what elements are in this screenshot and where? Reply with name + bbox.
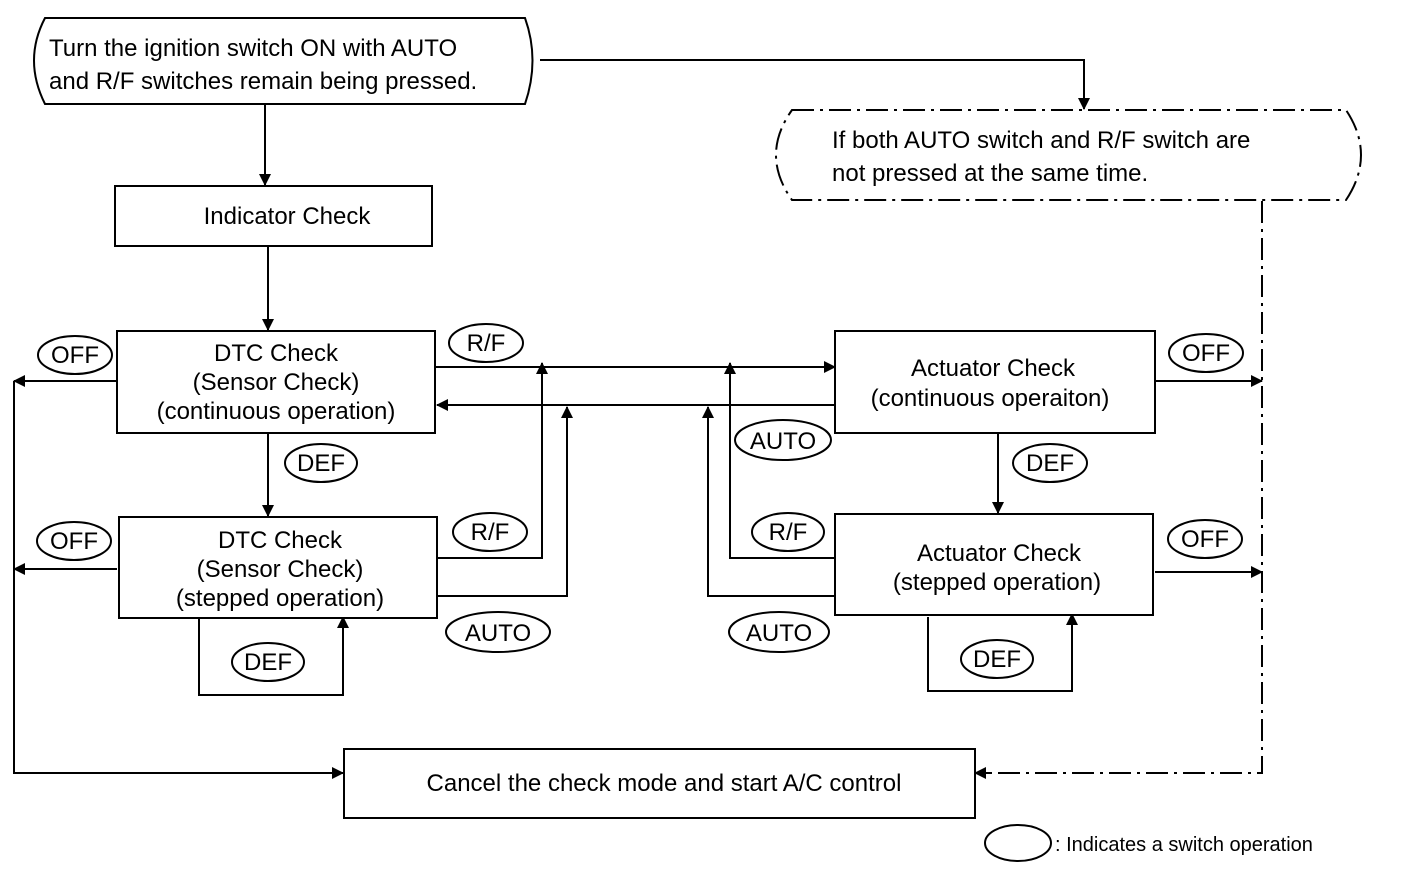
switch-def-act-cont: DEF [1012, 443, 1088, 483]
arrow-left-to-cancel [13, 381, 344, 779]
switch-off-act-step-label: OFF [1181, 526, 1229, 553]
switch-auto-act-step-label: AUTO [746, 620, 812, 647]
dtc-step-line2: (Sensor Check) [197, 556, 364, 583]
actuator-check-stepped-box: Actuator Check (stepped operation) [834, 513, 1154, 616]
dtc-cont-line3: (continuous operation) [157, 398, 396, 425]
dtc-cont-line1: DTC Check [214, 340, 339, 367]
act-cont-line1: Actuator Check [911, 355, 1076, 382]
arrow-dtc-step-rf [437, 362, 548, 559]
arrow-act-step-auto [702, 406, 835, 597]
alt-node-line1: If both AUTO switch and R/F switch are [832, 127, 1250, 154]
switch-rf-act-step: R/F [751, 512, 825, 552]
cancel-check-mode-box: Cancel the check mode and start A/C cont… [343, 748, 976, 819]
switch-off-dtc-step: OFF [36, 521, 112, 561]
start-node-line1: Turn the ignition switch ON with AUTO [49, 35, 457, 62]
cancel-label: Cancel the check mode and start A/C cont… [427, 770, 902, 797]
legend: : Indicates a switch operation [984, 824, 1313, 862]
dtc-step-line3: (stepped operation) [176, 585, 384, 612]
switch-def-dtc-step-label: DEF [244, 649, 292, 676]
legend-oval-icon [984, 824, 1052, 862]
switch-auto-dtc-step: AUTO [445, 611, 551, 653]
switch-off-act-step: OFF [1167, 519, 1243, 559]
switch-off-act-cont-label: OFF [1182, 340, 1230, 367]
switch-off-dtc-cont: OFF [37, 335, 113, 375]
act-step-line1: Actuator Check [917, 540, 1082, 567]
switch-auto-act-cont: AUTO [734, 419, 832, 461]
arrow-act-step-rf [724, 362, 835, 559]
actuator-check-continuous-box: Actuator Check (continuous operaiton) [834, 330, 1156, 434]
legend-text: : Indicates a switch operation [1055, 834, 1313, 856]
alt-node-line2: not pressed at the same time. [832, 160, 1148, 187]
arrow-dtc-step-auto [437, 406, 573, 597]
arrow-start-to-alt [540, 59, 1090, 110]
dash-alt-to-cancel [977, 201, 1263, 774]
switch-off-dtc-cont-label: OFF [51, 342, 99, 369]
dtc-check-stepped-box: DTC Check (Sensor Check) (stepped operat… [118, 516, 438, 619]
start-node-line2: and R/F switches remain being pressed. [49, 68, 477, 95]
act-cont-line2: (continuous operaiton) [871, 385, 1110, 412]
switch-rf-act-step-label: R/F [769, 519, 808, 546]
dtc-check-continuous-box: DTC Check (Sensor Check) (continuous ope… [116, 330, 436, 434]
indicator-check-label: Indicator Check [204, 203, 372, 230]
switch-auto-act-cont-label: AUTO [750, 428, 816, 455]
switch-def-dtc-step: DEF [231, 642, 305, 682]
arrow-dtc-step-def-loop [198, 616, 349, 696]
switch-rf-dtc-step: R/F [452, 512, 528, 552]
alt-node: If both AUTO switch and R/F switch are n… [775, 109, 1362, 201]
switch-def-act-step-label: DEF [973, 646, 1021, 673]
switch-off-dtc-step-label: OFF [50, 528, 98, 555]
indicator-check-box: Indicator Check [114, 185, 433, 247]
switch-rf-dtc-cont-label: R/F [467, 330, 506, 357]
switch-rf-dtc-cont: R/F [448, 323, 524, 363]
switch-def-act-step: DEF [960, 639, 1034, 679]
start-node: Turn the ignition switch ON with AUTO an… [33, 17, 534, 105]
arrow-act-step-def-loop [927, 613, 1078, 692]
switch-auto-act-step: AUTO [728, 611, 830, 653]
switch-rf-dtc-step-label: R/F [471, 519, 510, 546]
dtc-step-line1: DTC Check [218, 527, 343, 554]
switch-def-dtc-cont-label: DEF [297, 450, 345, 477]
switch-off-act-cont: OFF [1168, 333, 1244, 373]
switch-auto-dtc-step-label: AUTO [465, 620, 531, 647]
switch-def-act-cont-label: DEF [1026, 450, 1074, 477]
act-step-line2: (stepped operation) [893, 569, 1101, 596]
switch-def-dtc-cont: DEF [284, 443, 358, 483]
dtc-cont-line2: (Sensor Check) [193, 369, 360, 396]
